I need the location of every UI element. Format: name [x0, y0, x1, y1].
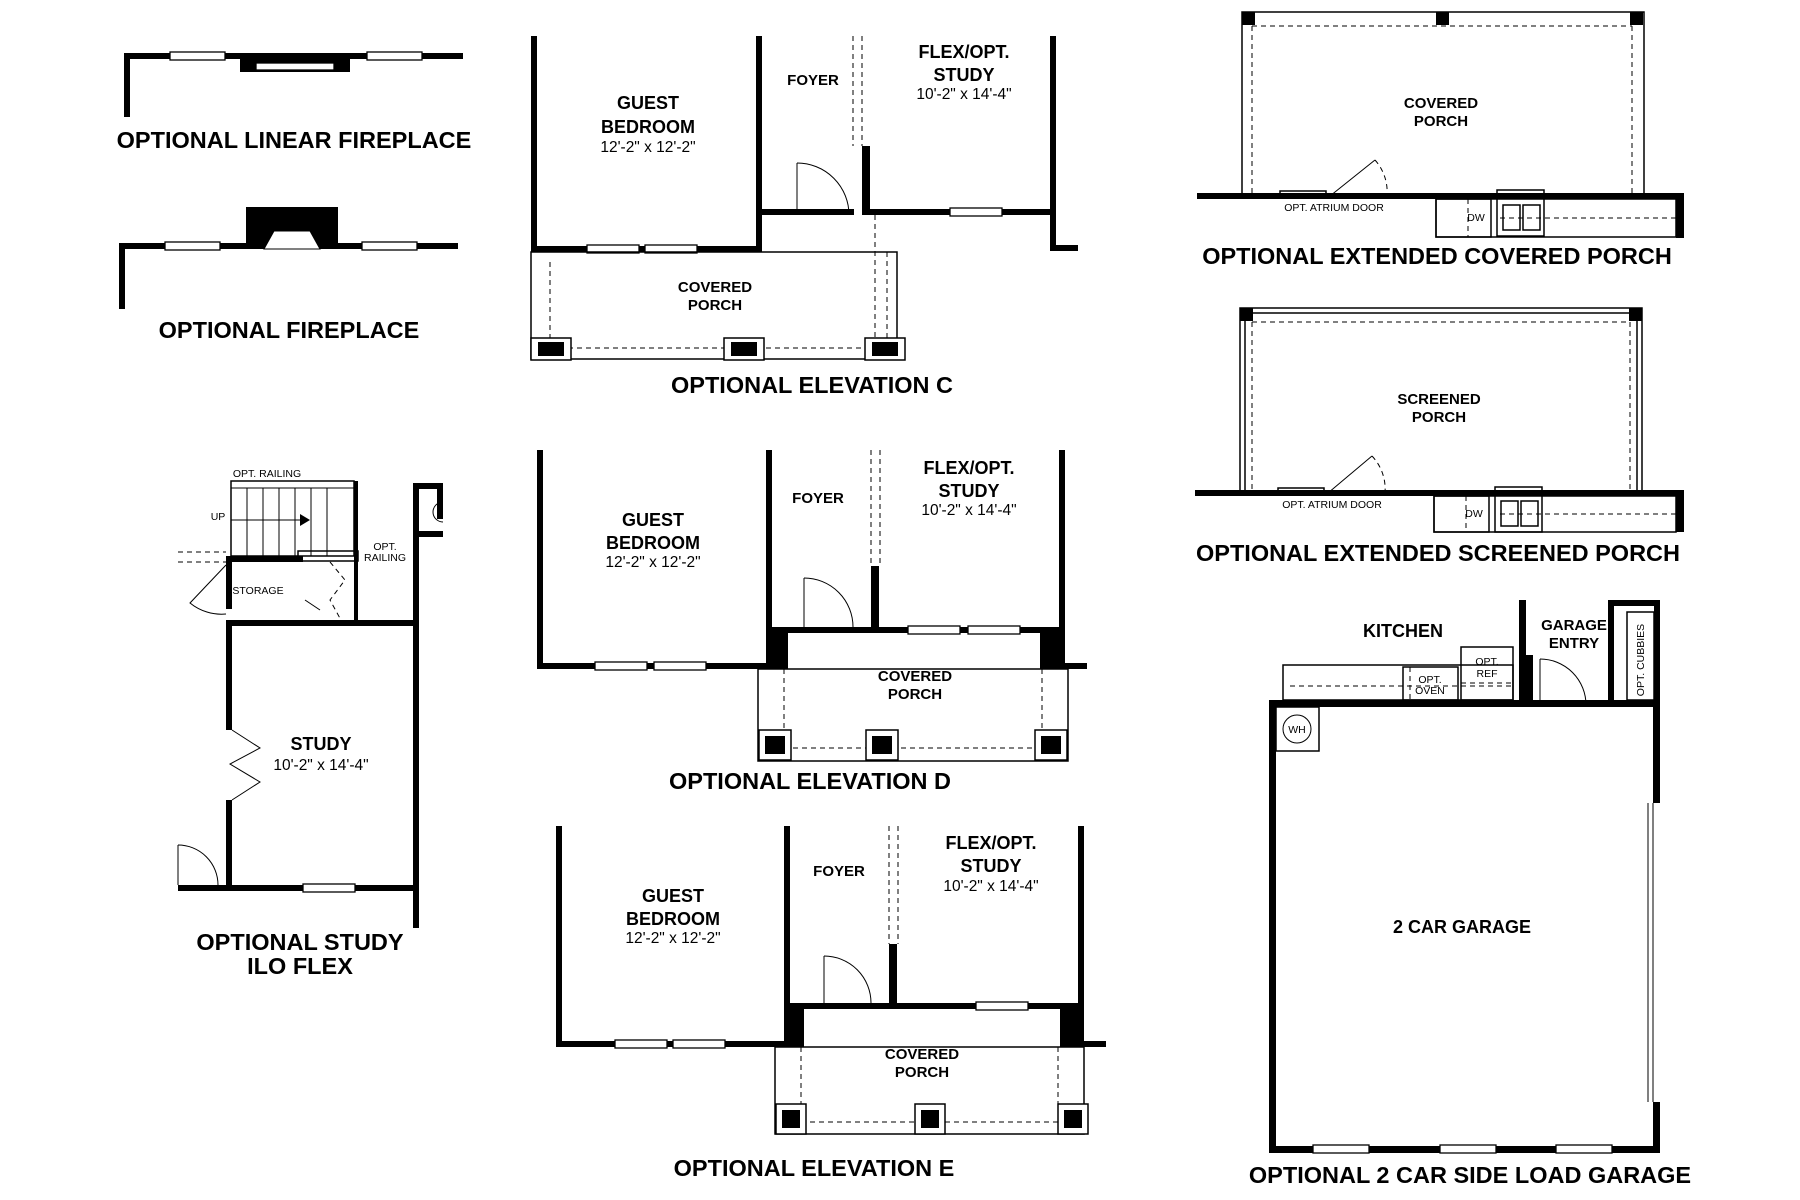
elev-c-guest-label-1: GUEST [617, 93, 679, 113]
ext-screened-label-2: PORCH [1412, 409, 1466, 426]
elev-c-foyer-label: FOYER [787, 72, 839, 89]
elev-e-guest-dim: 12'-2" x 12'-2" [625, 930, 720, 947]
elev-d-flex-label-1: FLEX/OPT. [923, 458, 1014, 478]
elev-c-caption: OPTIONAL ELEVATION C [671, 372, 953, 398]
elev-d-porch-label-2: PORCH [888, 686, 942, 703]
ext-screened-label-1: SCREENED [1397, 391, 1481, 408]
extended-covered-porch-plan: OPT. ATRIUM DOOR DW COVERED PORCH OPTION… [1197, 11, 1684, 269]
study-opt-railing-top: OPT. RAILING [233, 468, 301, 480]
covered-dw-label: DW [1467, 212, 1485, 224]
elev-e-caption: OPTIONAL ELEVATION E [674, 1155, 955, 1181]
elev-d-guest-dim: 12'-2" x 12'-2" [605, 554, 700, 571]
elev-d-flex-label-2: STUDY [938, 481, 999, 501]
study-ilo-flex-plan: OPT. RAILING UP OPT. RAILING STORAGE STU… [177, 468, 444, 979]
screened-atrium-door-label: OPT. ATRIUM DOOR [1282, 499, 1382, 511]
elev-c-guest-dim: 12'-2" x 12'-2" [600, 139, 695, 156]
covered-atrium-door-label: OPT. ATRIUM DOOR [1284, 202, 1384, 214]
elev-e-porch-label-2: PORCH [895, 1064, 949, 1081]
study-caption-line-2: ILO FLEX [247, 953, 353, 979]
ext-covered-label-1: COVERED [1404, 95, 1478, 112]
fireplace-caption: OPTIONAL FIREPLACE [159, 317, 420, 343]
ext-screened-caption: OPTIONAL EXTENDED SCREENED PORCH [1196, 540, 1680, 566]
garage-entry-label-1: GARAGE [1541, 617, 1607, 634]
opt-oven-label-1: OPT. [1418, 674, 1441, 686]
elev-d-guest-label-2: BEDROOM [606, 533, 700, 553]
ext-covered-label-2: PORCH [1414, 113, 1468, 130]
extended-screened-porch-plan: OPT. ATRIUM DOOR DW SCREENED PORCH OPTIO… [1195, 307, 1684, 566]
stair-up-label: UP [211, 511, 226, 523]
ext-covered-caption: OPTIONAL EXTENDED COVERED PORCH [1202, 243, 1672, 269]
elev-d-porch-label-1: COVERED [878, 668, 952, 685]
kitchen-label: KITCHEN [1363, 621, 1443, 641]
linear-fireplace-option: OPTIONAL LINEAR FIREPLACE [117, 51, 472, 153]
opt-ref-label-1: OPT. [1475, 656, 1498, 668]
elev-e-porch-label-1: COVERED [885, 1046, 959, 1063]
elev-c-flex-dim: 10'-2" x 14'-4" [916, 86, 1011, 103]
study-opt-label: OPT. [373, 541, 396, 553]
elev-c-guest-label-2: BEDROOM [601, 117, 695, 137]
elev-d-caption: OPTIONAL ELEVATION D [669, 768, 951, 794]
elevation-c-plan: GUEST BEDROOM 12'-2" x 12'-2" FOYER FLEX… [530, 36, 1078, 398]
study-room-dim: 10'-2" x 14'-4" [273, 757, 368, 774]
two-car-garage-label: 2 CAR GARAGE [1393, 917, 1531, 937]
linear-fireplace-caption: OPTIONAL LINEAR FIREPLACE [117, 127, 472, 153]
elev-e-flex-label-2: STUDY [960, 856, 1021, 876]
fireplace-option: OPTIONAL FIREPLACE [119, 207, 458, 343]
elev-d-guest-label-1: GUEST [622, 510, 684, 530]
opt-ref-label-2: REF [1477, 668, 1498, 680]
elevation-d-plan: GUEST BEDROOM 12'-2" x 12'-2" FOYER FLEX… [537, 450, 1087, 794]
elev-c-porch-label-2: PORCH [688, 297, 742, 314]
elev-c-flex-label-1: FLEX/OPT. [918, 42, 1009, 62]
elev-d-flex-dim: 10'-2" x 14'-4" [921, 502, 1016, 519]
screened-dw-label: DW [1465, 508, 1483, 520]
opt-cubbies-label: OPT. CUBBIES [1635, 624, 1647, 696]
garage-caption: OPTIONAL 2 CAR SIDE LOAD GARAGE [1249, 1162, 1691, 1188]
side-load-garage-plan: WH KITCHEN GARAGE ENTRY OPT. REF OPT. OV… [1249, 600, 1691, 1188]
elev-d-foyer-label: FOYER [792, 490, 844, 507]
study-room-label: STUDY [290, 734, 351, 754]
opt-oven-label-2: OVEN [1415, 685, 1445, 697]
elev-e-foyer-label: FOYER [813, 863, 865, 880]
elev-e-flex-label-1: FLEX/OPT. [945, 833, 1036, 853]
study-railing-label: RAILING [364, 552, 406, 564]
elev-e-guest-label-2: BEDROOM [626, 909, 720, 929]
study-caption-line-1: OPTIONAL STUDY [196, 929, 403, 955]
water-heater-label: WH [1288, 724, 1306, 736]
elev-c-porch-label-1: COVERED [678, 279, 752, 296]
elevation-e-plan: GUEST BEDROOM 12'-2" x 12'-2" FOYER FLEX… [556, 826, 1106, 1181]
elev-e-flex-dim: 10'-2" x 14'-4" [943, 878, 1038, 895]
garage-entry-label-2: ENTRY [1549, 635, 1599, 652]
storage-label: STORAGE [232, 585, 283, 597]
elev-e-guest-label-1: GUEST [642, 886, 704, 906]
elev-c-flex-label-2: STUDY [933, 65, 994, 85]
